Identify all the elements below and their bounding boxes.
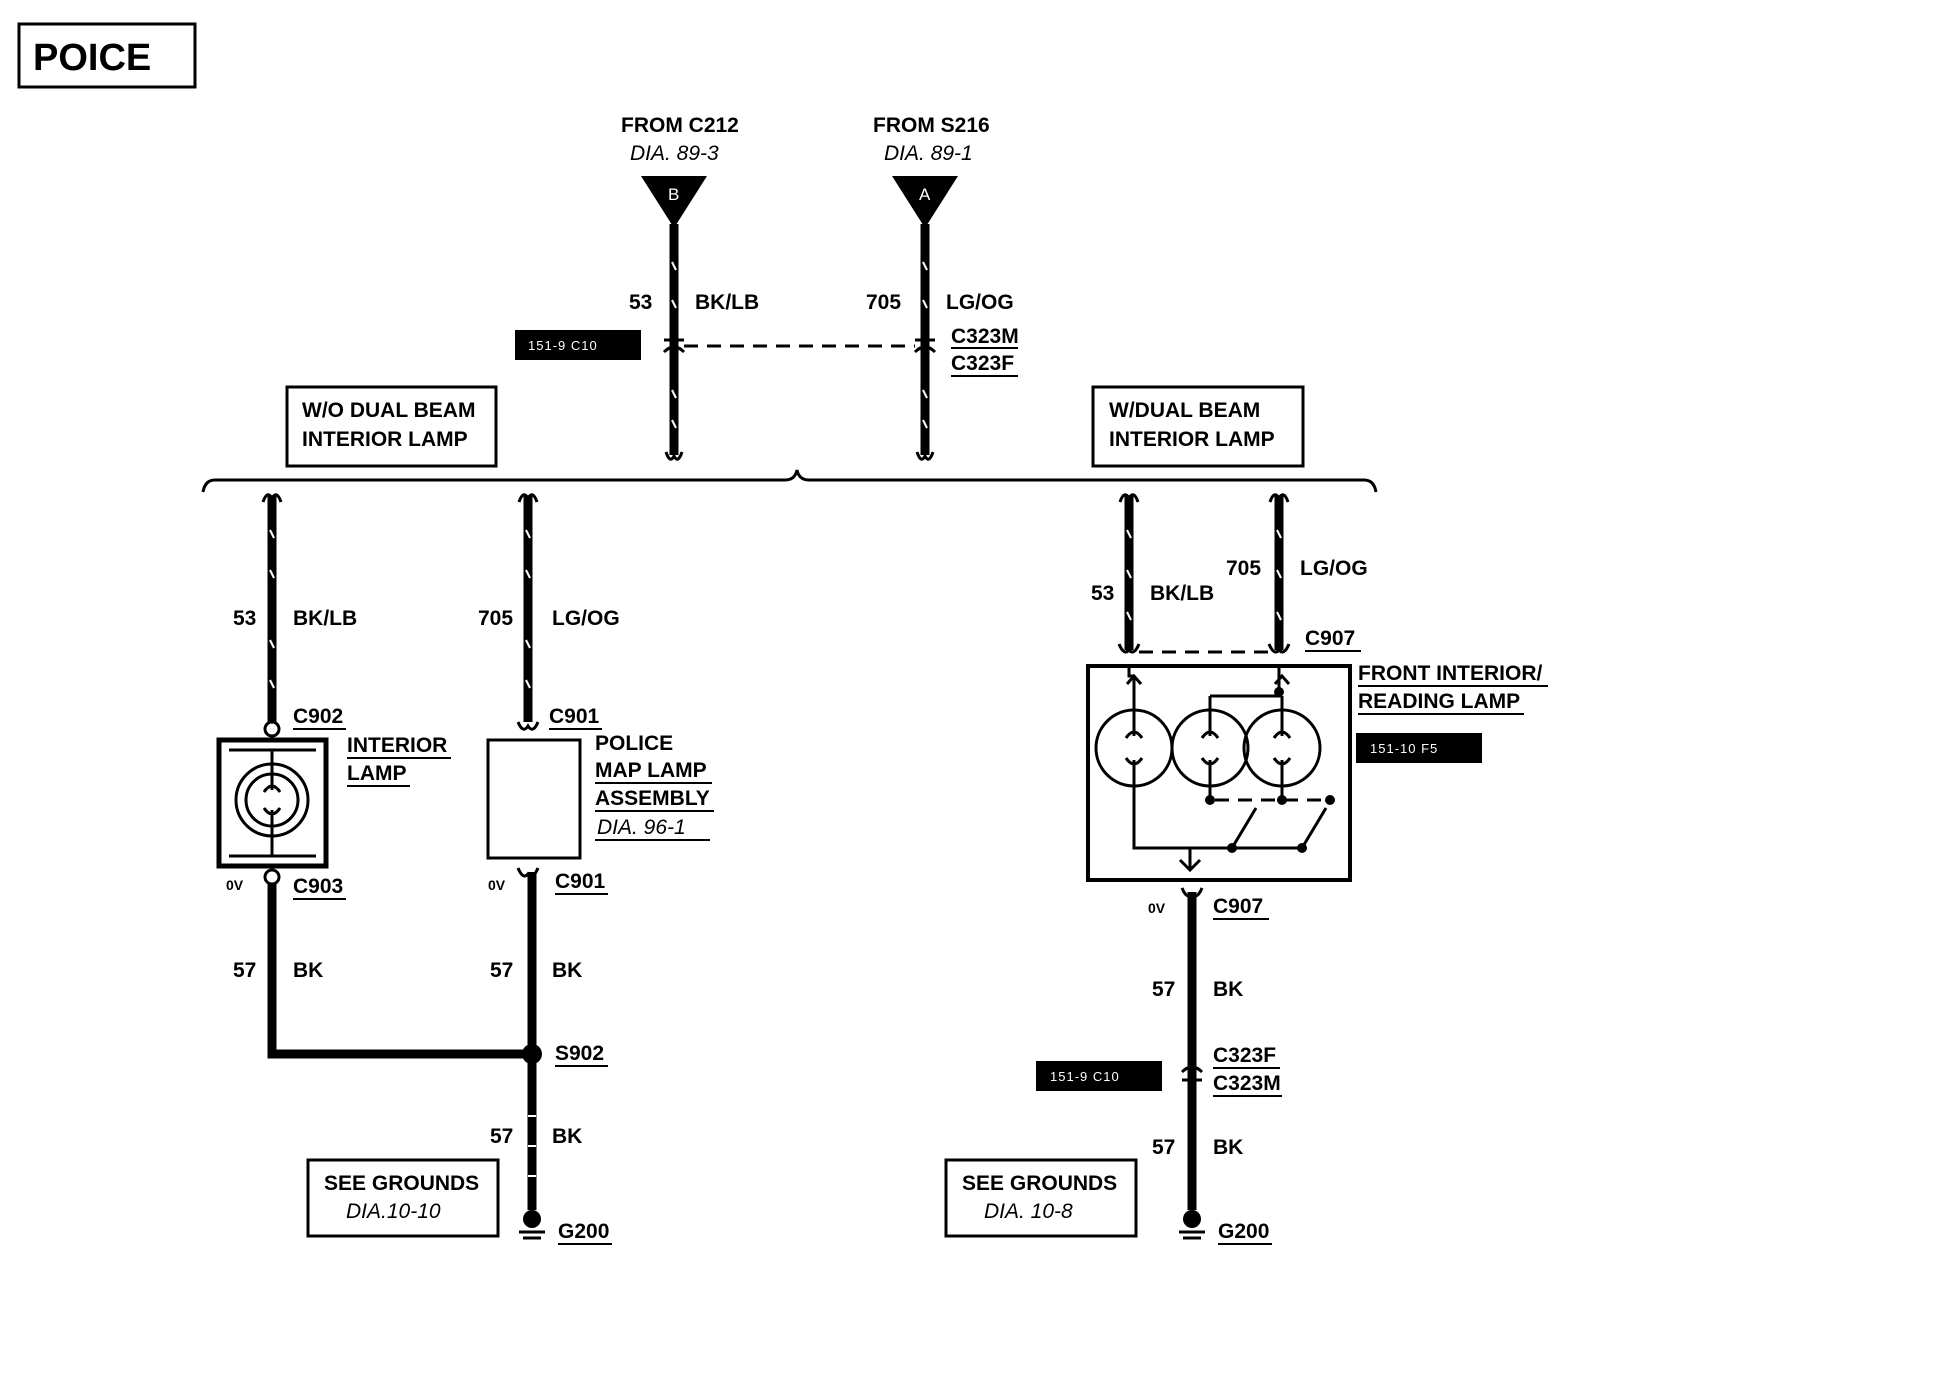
ground-left-label: G200 [558,1220,609,1243]
map-lamp-dia: DIA. 96-1 [597,816,686,839]
front-lamp-box [1086,664,1352,882]
interior-lamp-line2: LAMP [347,762,407,785]
connector-pin-b-label: B [668,185,679,204]
right-gw2-num: 57 [1152,1136,1175,1159]
right-wire2-color: LG/OG [1300,557,1368,580]
volt-left-1: 0V [226,877,244,893]
left-gw2-num: 57 [490,959,513,982]
left-gw3-num: 57 [490,1125,513,1148]
option-box-without [285,385,498,468]
c323-right-mark-lower [1180,1065,1204,1082]
c323f-lower-label: C323F [1213,1044,1276,1067]
connector-pin-a [892,176,958,228]
left-wire2-num: 705 [478,607,513,630]
see-grounds-left-box [306,1158,500,1238]
map-lamp-box [486,738,582,860]
locator-label-top [515,330,641,360]
c901-mark-top [516,721,540,731]
locator-label-lamp-text: 151-10 F5 [1370,741,1438,756]
wire-ground-left-a [267,884,532,1059]
connector-pin-b [641,176,707,228]
c323-top-label: C323M [951,325,1019,348]
see-grounds-right-dia: DIA. 10-8 [984,1200,1073,1223]
option-with-line1: W/DUAL BEAM [1109,399,1260,422]
wire-top-right-color: LG/OG [946,291,1014,314]
source-right-dia: DIA. 89-1 [884,142,973,165]
option-without-line1: W/O DUAL BEAM [302,399,475,422]
right-wire2-num: 705 [1226,557,1261,580]
wire-top-right-num: 705 [866,291,901,314]
left-gw3-color: BK [552,1125,582,1148]
left-gw2-color: BK [552,959,582,982]
c323m-lower-label: C323M [1213,1072,1281,1095]
splice-s902-label: S902 [555,1042,604,1065]
connector-pin-a-label: A [919,185,931,204]
c902-label: C902 [293,705,343,728]
wire-ticks-left-ground [528,1115,536,1177]
see-grounds-right-line1: SEE GROUNDS [962,1172,1117,1195]
see-grounds-left-dia: DIA.10-10 [346,1200,441,1223]
wire-top-left-color: BK/LB [695,291,759,314]
option-box-with [1091,385,1305,468]
map-lamp-line1: POLICE [595,732,673,755]
see-grounds-right-box [944,1158,1138,1238]
volt-left-2: 0V [488,877,506,893]
wire-ticks-right [1126,529,1282,621]
option-brace [201,469,1378,493]
locator-label-top-text: 151-9 C10 [528,338,598,353]
locator-label-lower-text: 151-9 C10 [1050,1069,1120,1084]
volt-right: 0V [1148,900,1166,916]
ground-right-icon [1179,1210,1205,1240]
wire-end-top-right [915,451,935,461]
c903-pin [263,868,281,886]
front-lamp-line1: FRONT INTERIOR/ [1358,662,1542,685]
wire-ticks-top [671,261,928,429]
title-box [17,22,197,89]
locator-label-lamp [1356,733,1482,763]
right-wire1-num: 53 [1091,582,1114,605]
right-gw2-color: BK [1213,1136,1243,1159]
right-wire1-color: BK/LB [1150,582,1214,605]
left-wire1-color: BK/LB [293,607,357,630]
left-wire1-num: 53 [233,607,256,630]
c323-bottom-label: C323F [951,352,1014,375]
c907a-label: C907 [1305,627,1355,650]
c902-pin [263,720,281,738]
ground-left-icon [519,1210,545,1240]
map-lamp-line3: ASSEMBLY [595,787,710,810]
locator-label-lower [1036,1061,1162,1091]
right-gw1-num: 57 [1152,978,1175,1001]
c323-left-mark [662,338,686,354]
c323-right-mark [913,338,937,354]
wire-end-top-left [664,451,684,461]
wire-ticks-left [269,529,531,689]
c901a-label: C901 [549,705,600,728]
option-with-line2: INTERIOR LAMP [1109,428,1275,451]
interior-lamp-line1: INTERIOR [347,734,447,757]
source-left-from: FROM C212 [621,114,739,137]
option-without-line2: INTERIOR LAMP [302,428,468,451]
c903-label: C903 [293,875,343,898]
see-grounds-left-line1: SEE GROUNDS [324,1172,479,1195]
source-right-from: FROM S216 [873,114,990,137]
c901b-label: C901 [555,870,606,893]
reading-lamp-bulbs-icon [1094,666,1335,873]
wire-top-left-num: 53 [629,291,652,314]
left-gw1-color: BK [293,959,323,982]
left-gw1-num: 57 [233,959,256,982]
c907b-label: C907 [1213,895,1263,918]
page-title: POICE [33,37,151,79]
ground-right-label: G200 [1218,1220,1269,1243]
splice-s902 [522,1044,542,1064]
source-left-dia: DIA. 89-3 [630,142,719,165]
front-lamp-line2: READING LAMP [1358,690,1520,713]
right-gw1-color: BK [1213,978,1243,1001]
map-lamp-line2: MAP LAMP [595,759,707,782]
left-wire2-color: LG/OG [552,607,620,630]
